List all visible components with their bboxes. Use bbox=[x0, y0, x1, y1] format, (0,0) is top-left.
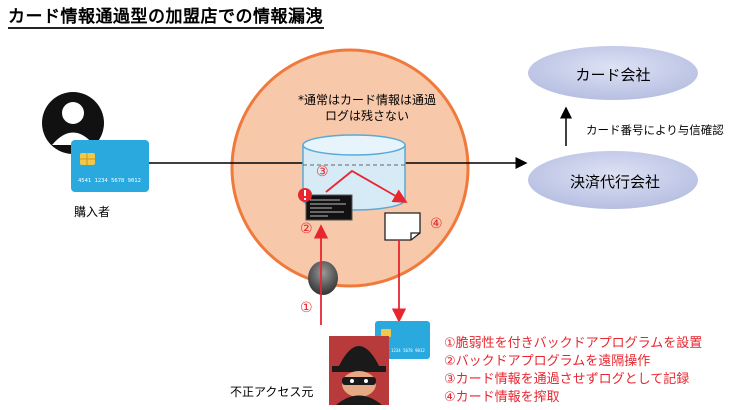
legend-item-2: ②バックドアプログラムを遠隔操作 bbox=[444, 354, 651, 369]
diversion-arrow bbox=[325, 169, 408, 203]
buyer-label: 購入者 bbox=[74, 205, 111, 219]
stolen-card-number: 4541 1234 5678 9012 bbox=[379, 348, 425, 353]
step-marker-3: ③ bbox=[316, 164, 329, 180]
note-line-2: ログは残さない bbox=[324, 109, 409, 123]
page-title: カード情報通過型の加盟店での情報漏洩 bbox=[8, 7, 323, 27]
card-company-node bbox=[528, 46, 698, 100]
attacker-avatar-icon bbox=[329, 336, 389, 405]
backdoor-terminal-icon bbox=[305, 194, 353, 221]
log-document-icon bbox=[384, 212, 421, 241]
legend-item-1: ①脆弱性を付きバックドアプログラムを設置 bbox=[444, 336, 703, 351]
step-marker-4: ④ bbox=[430, 216, 443, 232]
note-text: *通常はカード情報は通過 ログは残さない bbox=[277, 92, 457, 124]
credit-card-icon: 4541 1234 5678 9012 bbox=[71, 140, 149, 192]
step-marker-1: ① bbox=[300, 300, 313, 316]
step-legend: ①脆弱性を付きバックドアプログラムを設置 ②バックドアプログラムを遠隔操作 ③カ… bbox=[444, 335, 702, 407]
title-underline bbox=[8, 27, 324, 29]
attacker-label: 不正アクセス元 bbox=[230, 385, 314, 399]
note-line-1: *通常はカード情報は通過 bbox=[297, 93, 436, 107]
card-company-label: カード会社 bbox=[575, 66, 651, 84]
payment-agent-node bbox=[528, 151, 698, 209]
card-number: 4541 1234 5678 9012 bbox=[78, 178, 141, 184]
legend-item-3: ③カード情報を通過させずログとして記録 bbox=[444, 372, 690, 387]
legend-item-4: ④カード情報を搾取 bbox=[444, 390, 560, 405]
vulnerability-hole-icon bbox=[308, 261, 338, 295]
step-marker-2: ② bbox=[300, 221, 313, 237]
payment-agent-label: 決済代行会社 bbox=[569, 173, 660, 191]
authorization-note: カード番号により与信確認 bbox=[586, 123, 724, 137]
alert-icon bbox=[298, 188, 312, 202]
